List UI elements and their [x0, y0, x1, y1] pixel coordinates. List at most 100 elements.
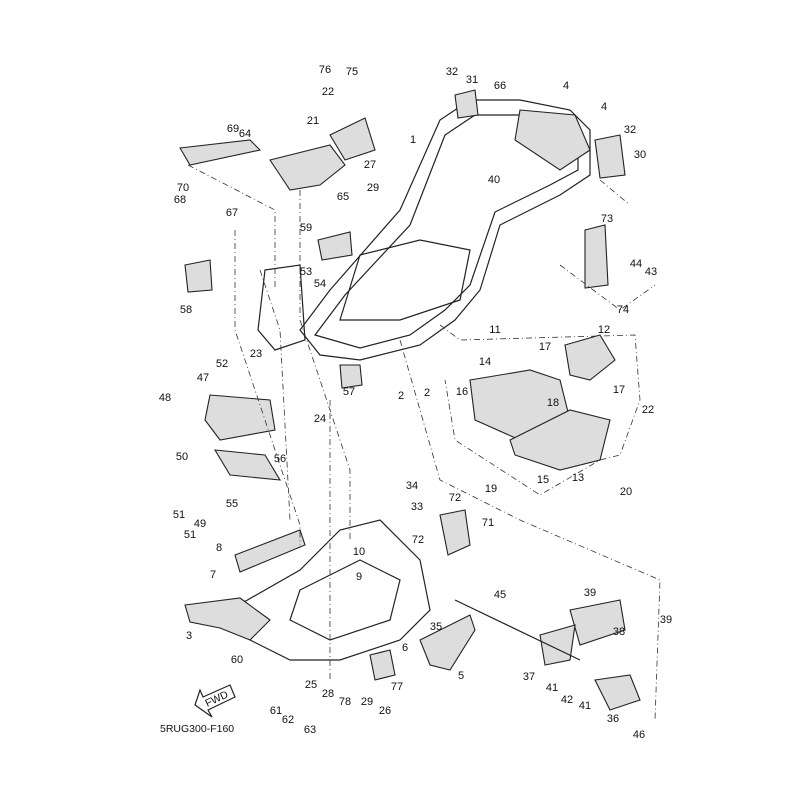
- part-label: 10: [353, 546, 365, 558]
- part-label: 22: [322, 86, 334, 98]
- part-label: 68: [174, 194, 186, 206]
- part-label: 44: [630, 258, 642, 270]
- bracket-36: [594, 674, 641, 711]
- part-label: 8: [216, 542, 222, 554]
- lower-subframe: [184, 519, 431, 661]
- bracket-58: [184, 259, 213, 293]
- part-label: 67: [226, 207, 238, 219]
- part-label: 48: [159, 392, 171, 404]
- part-label: 72: [412, 534, 424, 546]
- part-label: 22: [642, 404, 654, 416]
- part-label: 1: [410, 134, 416, 146]
- part-label: 6: [402, 642, 408, 654]
- part-label: 32: [624, 124, 636, 136]
- part-label: 2: [424, 387, 430, 399]
- bracket-37: [539, 624, 576, 666]
- part-label: 19: [485, 483, 497, 495]
- part-label: 65: [337, 191, 349, 203]
- part-label: 35: [430, 621, 442, 633]
- part-label: 39: [660, 614, 672, 626]
- shaft-45: [454, 599, 581, 661]
- part-label: 18: [547, 397, 559, 409]
- bracket-56: [213, 449, 282, 481]
- bracket-38: [569, 599, 626, 646]
- part-label: 58: [180, 304, 192, 316]
- part-label: 77: [391, 681, 403, 693]
- part-label: 76: [319, 64, 331, 76]
- part-label: 4: [563, 80, 569, 92]
- part-label: 2: [398, 390, 404, 402]
- part-label: 28: [322, 688, 334, 700]
- bracket-73: [584, 224, 609, 289]
- part-label: 34: [406, 480, 418, 492]
- part-label: 46: [633, 729, 645, 741]
- part-label: 16: [456, 386, 468, 398]
- bracket-71: [439, 509, 471, 556]
- part-label: 71: [482, 517, 494, 529]
- bracket-59: [317, 231, 353, 261]
- part-label: 57: [343, 386, 355, 398]
- diagram-code: 5RUG300-F160: [160, 723, 234, 735]
- bracket-30: [594, 134, 626, 179]
- part-label: 40: [488, 174, 500, 186]
- part-label: 60: [231, 654, 243, 666]
- part-label: 12: [598, 324, 610, 336]
- part-label: 51: [184, 529, 196, 541]
- part-label: 78: [339, 696, 351, 708]
- part-label: 30: [634, 149, 646, 161]
- part-label: 21: [307, 115, 319, 127]
- part-label: 31: [466, 74, 478, 86]
- part-label: 26: [379, 705, 391, 717]
- plate-7: [234, 529, 306, 573]
- part-label: 20: [620, 486, 632, 498]
- part-label: 11: [489, 324, 500, 336]
- bracket-13: [509, 409, 611, 471]
- part-label: 47: [197, 372, 209, 384]
- part-label: 45: [494, 589, 506, 601]
- part-label: 39: [584, 587, 596, 599]
- main-frame: [257, 99, 591, 361]
- part-label: 53: [300, 266, 312, 278]
- part-label: 25: [305, 679, 317, 691]
- plate-5: [419, 614, 476, 671]
- bracket-47: [204, 394, 276, 441]
- part-label: 69: [227, 123, 239, 135]
- part-label: 38: [613, 626, 625, 638]
- part-label: 17: [539, 341, 551, 353]
- part-label: 74: [617, 304, 629, 316]
- part-label: 4: [601, 101, 607, 113]
- bracket-31: [454, 89, 479, 119]
- part-label: 9: [356, 571, 362, 583]
- part-label: 50: [176, 451, 188, 463]
- fwd-label: FWD: [203, 689, 230, 710]
- part-label: 27: [364, 159, 376, 171]
- part-label: 3: [186, 630, 192, 642]
- part-label: 7: [210, 569, 216, 581]
- part-label: 72: [449, 492, 461, 504]
- part-label: 23: [250, 348, 262, 360]
- part-label: 51: [173, 509, 185, 521]
- part-label: 70: [177, 182, 189, 194]
- cover-69: [179, 139, 262, 166]
- part-label: 33: [411, 501, 423, 513]
- cover-57: [339, 364, 363, 389]
- part-label: 5: [458, 670, 464, 682]
- fwd-arrow: FWD: [194, 684, 236, 718]
- part-label: 64: [239, 128, 251, 140]
- part-label: 32: [446, 66, 458, 78]
- part-label: 36: [607, 713, 619, 725]
- part-label: 62: [282, 714, 294, 726]
- bracket-12: [564, 334, 616, 381]
- part-label: 61: [270, 705, 282, 717]
- part-label: 41: [579, 700, 591, 712]
- part-label: 41: [546, 682, 558, 694]
- part-label: 37: [523, 671, 535, 683]
- part-label: 63: [304, 724, 316, 736]
- part-label: 14: [479, 356, 491, 368]
- part-label: 55: [226, 498, 238, 510]
- part-label: 59: [300, 222, 312, 234]
- part-label: 29: [367, 182, 379, 194]
- part-labels: 76 75 32 31 66 4 4 32 30 22 21 69 64 1 2…: [159, 64, 672, 741]
- part-label: 13: [572, 472, 584, 484]
